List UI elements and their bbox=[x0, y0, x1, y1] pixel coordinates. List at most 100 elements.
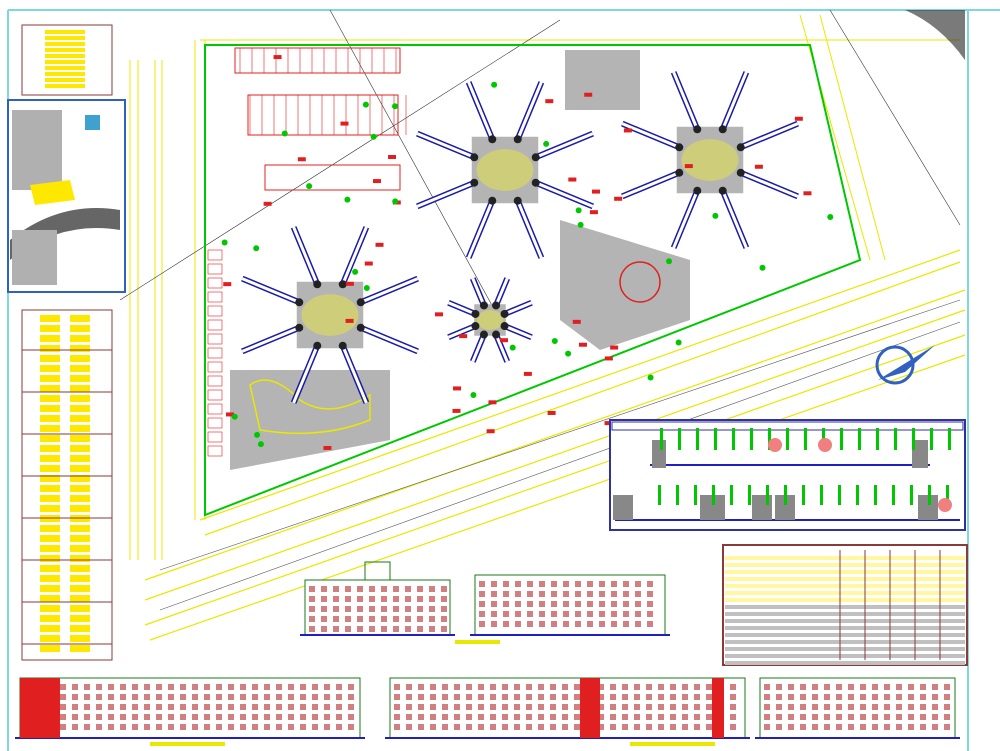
window bbox=[394, 714, 400, 720]
window bbox=[550, 684, 556, 690]
window bbox=[611, 581, 617, 587]
window bbox=[369, 626, 375, 632]
building-wing-interior bbox=[505, 303, 532, 314]
window bbox=[490, 684, 496, 690]
table-cell bbox=[70, 525, 90, 532]
table-cell bbox=[40, 375, 60, 382]
label-tag bbox=[365, 262, 373, 266]
window bbox=[478, 724, 484, 730]
table-row bbox=[725, 556, 965, 560]
window bbox=[622, 694, 628, 700]
window bbox=[503, 601, 509, 607]
section-tree bbox=[840, 428, 843, 450]
table-cell bbox=[45, 54, 85, 58]
window bbox=[264, 714, 270, 720]
window bbox=[454, 714, 460, 720]
table-cell bbox=[40, 505, 60, 512]
window bbox=[357, 626, 363, 632]
window bbox=[369, 616, 375, 622]
window bbox=[563, 621, 569, 627]
window bbox=[836, 694, 842, 700]
window bbox=[144, 704, 150, 710]
window bbox=[575, 601, 581, 607]
map-block bbox=[12, 230, 57, 285]
window bbox=[812, 724, 818, 730]
window bbox=[622, 714, 628, 720]
window bbox=[192, 724, 198, 730]
window bbox=[144, 694, 150, 700]
label-tag bbox=[373, 179, 381, 183]
street-edge bbox=[800, 15, 870, 260]
label-tag bbox=[579, 343, 587, 347]
section-tree bbox=[928, 485, 931, 505]
section-tree bbox=[714, 428, 717, 450]
section-tree bbox=[838, 485, 841, 505]
window bbox=[84, 704, 90, 710]
tree bbox=[258, 441, 264, 447]
window bbox=[944, 724, 950, 730]
window bbox=[429, 616, 435, 622]
window bbox=[333, 616, 339, 622]
window bbox=[321, 586, 327, 592]
table-cell bbox=[40, 565, 60, 572]
window bbox=[430, 724, 436, 730]
window bbox=[896, 684, 902, 690]
window bbox=[836, 724, 842, 730]
tree bbox=[491, 82, 497, 88]
window bbox=[276, 694, 282, 700]
window bbox=[309, 596, 315, 602]
building-wing-interior bbox=[361, 328, 418, 352]
window bbox=[788, 704, 794, 710]
window bbox=[276, 684, 282, 690]
section-tree bbox=[820, 485, 823, 505]
window bbox=[514, 704, 520, 710]
window bbox=[192, 704, 198, 710]
elevation-title bbox=[630, 742, 715, 746]
label-tag bbox=[685, 164, 693, 168]
label-tag bbox=[340, 122, 348, 126]
window bbox=[920, 714, 926, 720]
tree bbox=[648, 375, 654, 381]
tree bbox=[363, 102, 369, 108]
window bbox=[333, 586, 339, 592]
stair-core bbox=[488, 135, 496, 143]
window bbox=[694, 714, 700, 720]
tree bbox=[827, 214, 833, 220]
table-cell bbox=[40, 625, 60, 632]
window bbox=[526, 694, 532, 700]
window bbox=[156, 684, 162, 690]
window bbox=[406, 694, 412, 700]
window bbox=[944, 714, 950, 720]
window bbox=[72, 704, 78, 710]
label-tag bbox=[274, 55, 282, 59]
window bbox=[920, 704, 926, 710]
window bbox=[682, 694, 688, 700]
window bbox=[120, 724, 126, 730]
parking-stall bbox=[208, 320, 222, 330]
window bbox=[429, 606, 435, 612]
window bbox=[706, 684, 712, 690]
window bbox=[369, 596, 375, 602]
window bbox=[694, 704, 700, 710]
window bbox=[944, 704, 950, 710]
window bbox=[192, 684, 198, 690]
window bbox=[276, 714, 282, 720]
window bbox=[429, 586, 435, 592]
window bbox=[357, 606, 363, 612]
window bbox=[764, 704, 770, 710]
window bbox=[324, 704, 330, 710]
window bbox=[491, 601, 497, 607]
window bbox=[872, 684, 878, 690]
parking-stall bbox=[208, 264, 222, 274]
table-row bbox=[725, 661, 965, 665]
window bbox=[634, 714, 640, 720]
window bbox=[824, 724, 830, 730]
window bbox=[776, 694, 782, 700]
window bbox=[896, 724, 902, 730]
window bbox=[610, 704, 616, 710]
window bbox=[551, 611, 557, 617]
window bbox=[562, 694, 568, 700]
section-tree bbox=[802, 485, 805, 505]
window bbox=[599, 581, 605, 587]
window bbox=[623, 581, 629, 587]
